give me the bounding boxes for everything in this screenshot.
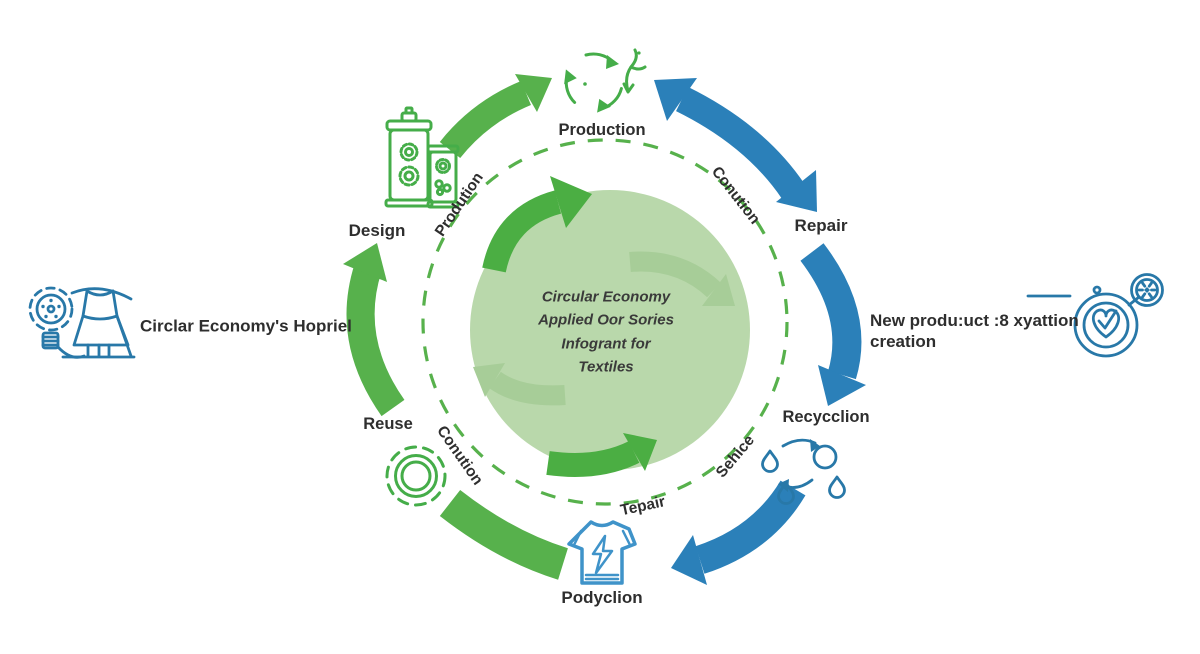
gear-bulb-and-dress-icon [28,286,136,359]
center-caption-line2: Applied Oor Sories [538,311,674,329]
inner-dark-arrow-top [482,176,592,273]
cycle-arrow-green-left [343,243,405,417]
water-recycle-icon [761,438,846,505]
center-caption-line1: Circular Economy [541,288,671,306]
inner-dark-arrow-bottom [546,433,657,477]
center-caption: Circular Economy Applied Oor Sories Info… [486,286,726,379]
cycle-band-green-bottom-left [439,489,569,580]
label-new-product-line1: New produ:uct :8 xyattion [870,311,1079,330]
label-reuse: Reuse [363,415,413,434]
label-recycclion: Recycclion [782,408,870,427]
label-production: Production [558,121,646,140]
tshirt-lightning-icon [567,520,637,585]
recycle-arrows-icon [564,52,623,113]
label-repair: Repair [794,215,848,235]
cycle-arrow-blue-bottom-right [671,480,806,585]
sprout-icon [622,48,647,94]
label-design: Design [348,220,406,240]
center-caption-line3: Infogrant for [561,335,651,352]
fermentation-jars-icon [384,106,460,209]
cycle-arrow-blue-top-right [654,78,817,212]
cycle-arrow-blue-right [800,243,866,406]
quality-seal-icon [1026,273,1164,358]
gear-icon [385,445,447,507]
inner-light-arrow-left [473,363,566,406]
label-left-caption: Circlar Economy's Hopriel [140,316,352,336]
label-podyclion: Podyclion [561,587,643,607]
label-new-product-line2: creation [870,332,937,352]
cycle-arrow-green-top [439,74,552,159]
center-caption-line4: Textiles [578,358,634,376]
label-new-product: New produ:uct :8 xyattion creation [870,310,1079,353]
inner-light-arrow-right [629,251,735,306]
dashed-cycle-circle [421,138,789,506]
